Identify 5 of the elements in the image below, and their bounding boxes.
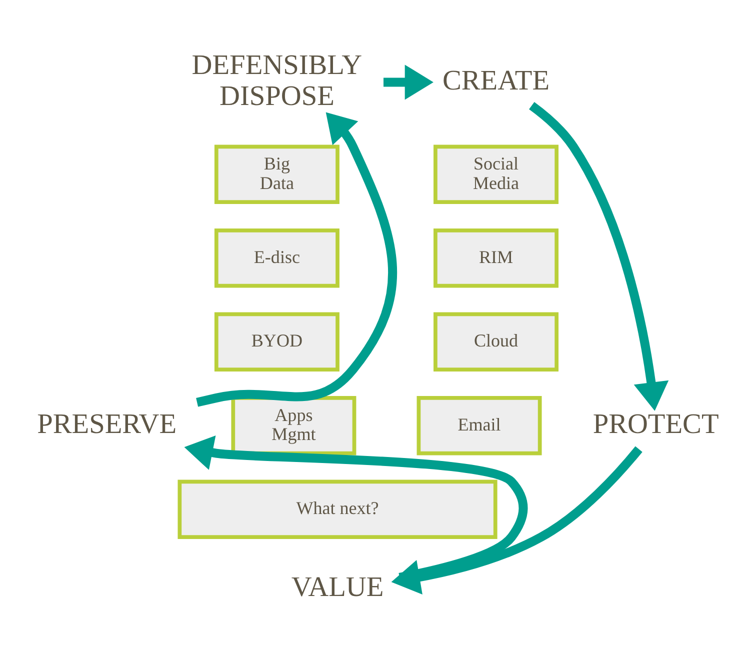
node-text: CREATE — [442, 65, 550, 96]
node-text: PROTECT — [592, 408, 719, 440]
node-text: PRESERVE — [37, 408, 177, 440]
node-text: VALUE — [291, 572, 384, 603]
node-text: DEFENSIBLY DISPOSE — [192, 50, 362, 112]
